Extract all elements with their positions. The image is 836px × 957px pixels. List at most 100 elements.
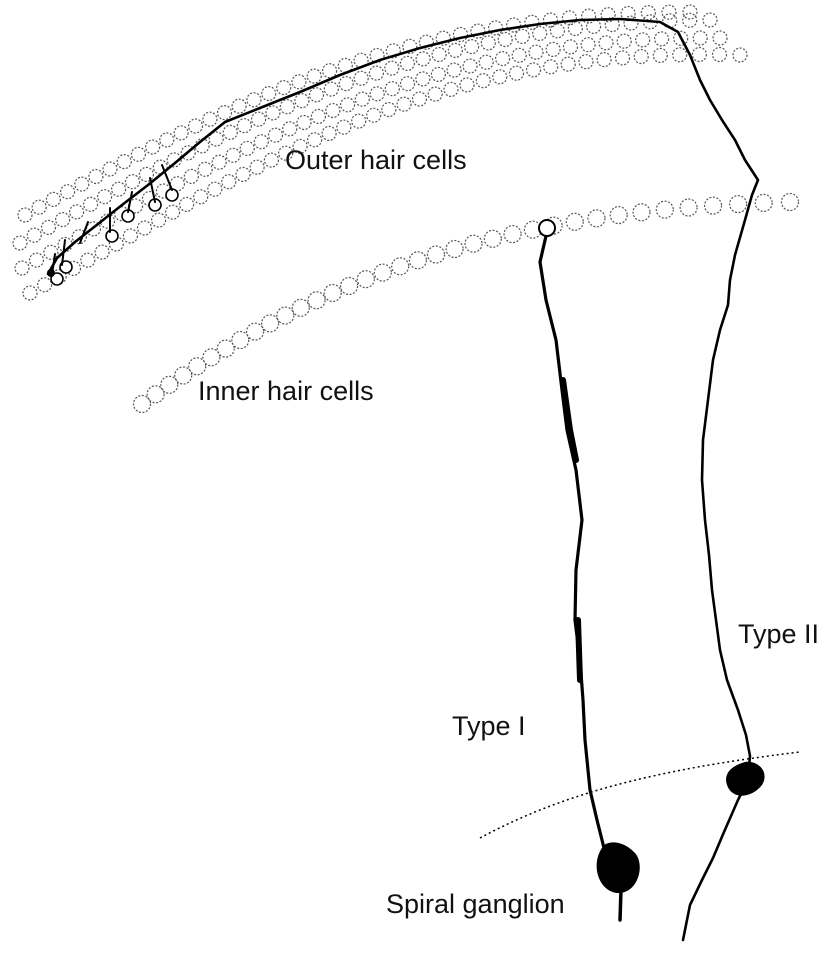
outer-hair-cell <box>416 52 430 66</box>
type-i-label: Type I <box>452 713 526 740</box>
outer-hair-cell <box>103 162 117 176</box>
inner-hair-cell <box>262 315 279 332</box>
outer-hair-cell <box>184 169 198 183</box>
outer-hair-cells-label: Outer hair cells <box>285 147 467 174</box>
outer-hair-cell <box>38 278 52 292</box>
inner-hair-cell <box>292 299 309 316</box>
outer-hair-cell <box>247 93 261 107</box>
inner-hair-cell <box>755 194 772 211</box>
type-ii-terminal <box>47 269 55 277</box>
outer-hair-cell <box>529 45 543 59</box>
outer-hair-cell <box>655 32 669 46</box>
outer-hair-cell <box>636 33 650 47</box>
outer-hair-cell <box>250 160 264 174</box>
inner-hair-cell <box>446 241 463 258</box>
outer-hair-cell <box>262 87 276 101</box>
outer-hair-cell <box>189 119 203 133</box>
inner-hair-cell <box>232 332 249 349</box>
inner-hair-cell <box>428 246 445 263</box>
type-i-axon <box>620 890 621 920</box>
outer-hair-cell <box>568 22 582 36</box>
outer-hair-cell <box>254 135 268 149</box>
outer-hair-cell <box>413 92 427 106</box>
outer-hair-cell <box>444 82 458 96</box>
outer-hair-cell <box>550 24 564 38</box>
outer-hair-cell <box>56 213 70 227</box>
outer-hair-cell <box>292 75 306 89</box>
outer-hair-cell <box>46 192 60 206</box>
outer-hair-cell <box>617 34 631 48</box>
outer-hair-cell <box>382 103 396 117</box>
outer-hair-cell <box>564 40 578 54</box>
inner-hair-cell <box>308 292 325 309</box>
outer-hair-cell <box>597 53 611 67</box>
inner-hair-cell <box>247 323 264 340</box>
type-ii-soma <box>726 762 765 796</box>
outer-hair-cell <box>240 141 254 155</box>
outer-hair-cell <box>385 61 399 75</box>
outer-hair-cell <box>23 286 37 300</box>
outer-hair-cell <box>223 125 237 139</box>
inner-hair-cell <box>392 258 409 275</box>
inner-hair-cell <box>217 340 234 357</box>
inner-hair-cell <box>782 194 799 211</box>
inner-hair-cell <box>588 210 605 227</box>
inner-hair-cell <box>465 235 482 252</box>
outer-hair-cell <box>616 51 630 65</box>
outer-hair-cell <box>152 213 166 227</box>
outer-hair-cell <box>322 126 336 140</box>
outer-hair-cell <box>203 112 217 126</box>
outer-hair-cell <box>447 63 461 77</box>
outer-hair-cell <box>174 126 188 140</box>
outer-hair-cell <box>512 48 526 62</box>
outer-hair-cell <box>208 182 222 196</box>
outer-hair-cell <box>264 153 278 167</box>
outer-hair-cell <box>397 97 411 111</box>
outer-hair-cell <box>496 52 510 66</box>
outer-hair-cell <box>75 177 89 191</box>
outer-hair-cell <box>146 140 160 154</box>
outer-hair-cell <box>324 82 338 96</box>
outer-hair-cell <box>579 55 593 69</box>
inner-hair-cell <box>374 264 391 281</box>
outer-hair-cell <box>44 245 58 259</box>
inner-hair-cell <box>730 196 747 213</box>
innervated-outer-hair-cell <box>106 230 118 242</box>
outer-hair-cell <box>269 128 283 142</box>
outer-hair-cell <box>693 31 707 45</box>
outer-hair-cell <box>587 19 601 33</box>
outer-hair-cell <box>367 108 381 122</box>
outer-hair-cell <box>42 220 56 234</box>
outer-hair-cell <box>431 67 445 81</box>
outer-hair-cell <box>476 74 490 88</box>
outer-hair-cell <box>683 5 697 19</box>
outer-hair-cell <box>277 81 291 95</box>
outer-hair-cell <box>416 72 430 86</box>
outer-hair-cell <box>703 13 717 27</box>
inner-hair-cell <box>277 307 294 324</box>
outer-hair-cell <box>226 148 240 162</box>
inner-hair-cell <box>409 252 426 269</box>
outer-hair-cell <box>311 109 325 123</box>
inner-hair-cell <box>324 285 341 302</box>
outer-hair-cell <box>733 48 747 62</box>
outer-hair-cell <box>27 228 41 242</box>
outer-hair-cell <box>307 69 321 83</box>
outer-hair-cell <box>354 71 368 85</box>
outer-hair-cell <box>370 87 384 101</box>
outer-hair-cell <box>18 208 32 222</box>
outer-hair-cell <box>212 155 226 169</box>
outer-hair-cell <box>237 119 251 133</box>
outer-hair-cell <box>98 190 112 204</box>
type-ii-label: Type II <box>738 621 819 648</box>
outer-hair-cell <box>634 50 648 64</box>
outer-hair-cell <box>463 59 477 73</box>
outer-hair-cell <box>683 13 697 27</box>
inner-hair-cell <box>680 199 697 216</box>
outer-hair-cell <box>527 63 541 77</box>
outer-hair-cell <box>295 94 309 108</box>
outer-hair-cell <box>180 197 194 211</box>
outer-hair-cell <box>653 48 667 62</box>
inner-hair-cell <box>566 213 583 230</box>
inner-hair-cell <box>705 197 722 214</box>
